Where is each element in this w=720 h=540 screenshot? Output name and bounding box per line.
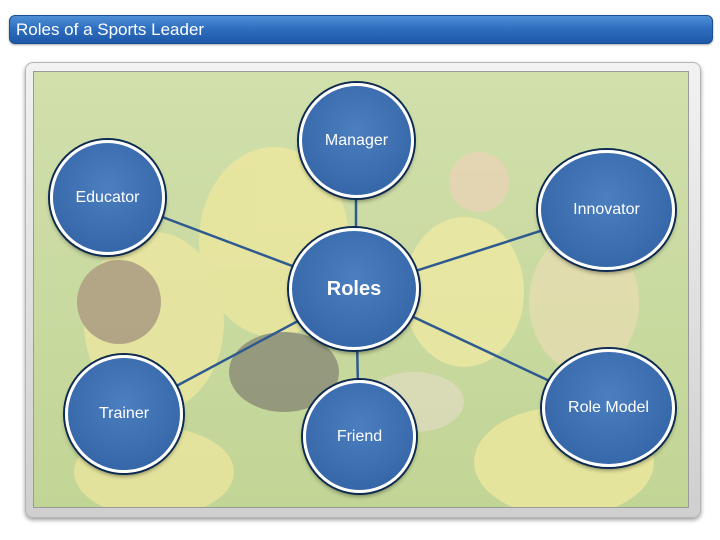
node-manager: Manager [299, 83, 414, 198]
slide-title-bar: Roles of a Sports Leader [9, 15, 713, 44]
slide-title: Roles of a Sports Leader [16, 20, 205, 39]
node-friend: Friend [303, 380, 416, 493]
node-role-model: Role Model [542, 349, 675, 467]
node-roles: Roles [289, 228, 419, 350]
node-innovator: Innovator [538, 150, 675, 270]
node-educator: Educator [50, 140, 165, 255]
node-trainer: Trainer [65, 355, 183, 473]
